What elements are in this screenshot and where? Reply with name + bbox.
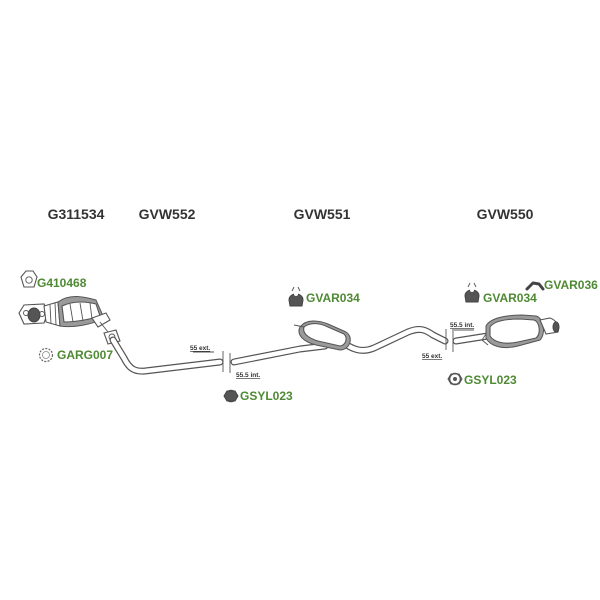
clamp-front-icon[interactable] bbox=[223, 389, 239, 403]
joint-front-markers bbox=[193, 351, 231, 373]
rear-silencer-drawing[interactable] bbox=[452, 314, 560, 349]
catalytic-converter-drawing[interactable] bbox=[18, 296, 121, 345]
code-mount-centre[interactable]: GVAR034 bbox=[306, 291, 360, 305]
heading-centre-silencer[interactable]: GVW551 bbox=[294, 206, 351, 222]
code-clamp-rear[interactable]: GSYL023 bbox=[464, 373, 517, 387]
code-clamp-front[interactable]: GSYL023 bbox=[240, 389, 293, 403]
centre-silencer-drawing[interactable] bbox=[230, 320, 449, 366]
heading-front-pipe[interactable]: GVW552 bbox=[139, 206, 196, 222]
mount-rear-icon[interactable] bbox=[464, 282, 480, 303]
gasket-top-icon[interactable] bbox=[20, 270, 38, 288]
code-gasket-ring[interactable]: GARG007 bbox=[57, 348, 113, 362]
code-gasket-top[interactable]: G410468 bbox=[37, 276, 87, 290]
code-mount-rear[interactable]: GVAR034 bbox=[483, 291, 537, 305]
mount-centre-icon[interactable] bbox=[288, 286, 304, 307]
front-pipe-drawing[interactable] bbox=[109, 336, 224, 375]
dim-joint1-ext: 55 ext. bbox=[190, 345, 210, 352]
clamp-rear-icon[interactable] bbox=[447, 372, 463, 386]
code-hanger-rear[interactable]: GVAR036 bbox=[544, 278, 598, 292]
hanger-rear-icon[interactable] bbox=[525, 281, 545, 291]
heading-catalytic-converter[interactable]: G311534 bbox=[48, 206, 105, 222]
heading-rear-silencer[interactable]: GVW550 bbox=[477, 206, 534, 222]
gasket-ring-icon[interactable] bbox=[38, 347, 54, 363]
dim-joint2-int: 55.5 int. bbox=[450, 322, 474, 329]
dim-joint2-ext: 55 ext. bbox=[422, 353, 442, 360]
dim-joint1-int: 55.5 int. bbox=[236, 372, 260, 379]
